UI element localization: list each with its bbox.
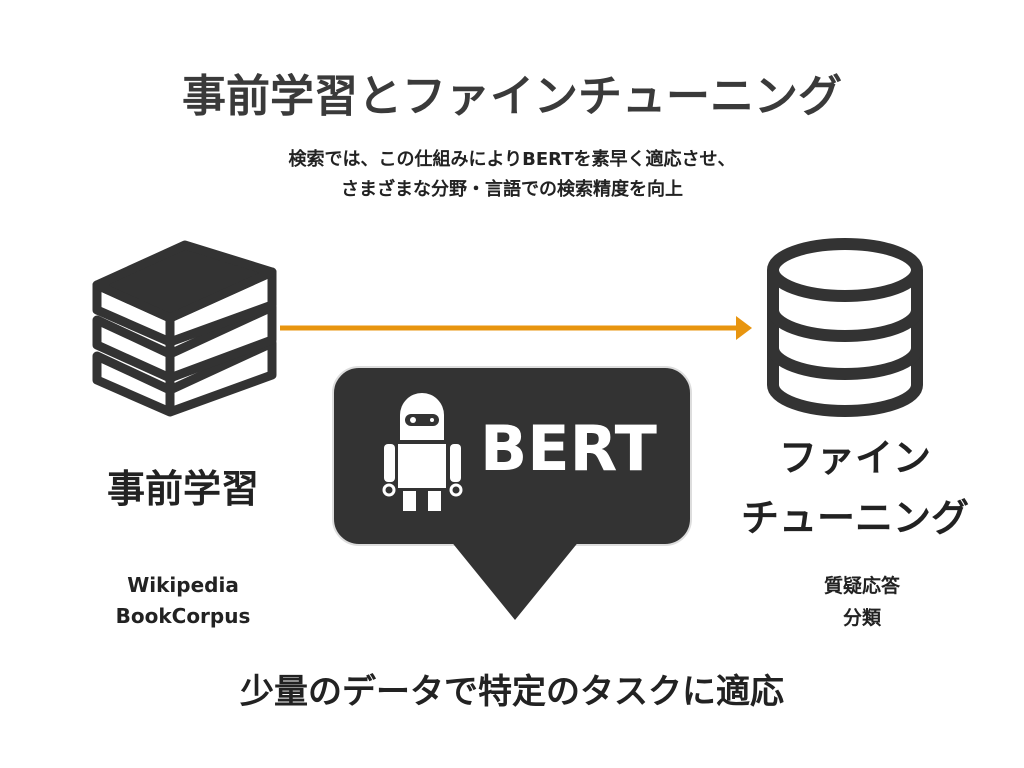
bert-label: BERT [480,412,657,485]
task-item: 分類 [842,607,881,629]
finetuning-label-line-1: ファイン [778,436,931,480]
pretraining-label: 事前学習 [106,467,259,511]
source-item: Wikipedia [127,573,239,597]
pretraining-sources: Wikipedia BookCorpus [60,570,306,632]
source-item: BookCorpus [115,604,251,628]
subtitle: 検索では、この仕組みによりBERTを素早く適応させ、 さまざまな分野・言語での検… [0,145,1024,205]
books-icon [92,240,277,417]
finetuning-label: ファイン チューニング [720,428,990,548]
finetuning-label-line-2: チューニング [740,496,969,540]
page-title: 事前学習とファインチューニング [182,71,842,122]
arrow [280,316,752,340]
robot-icon [382,393,463,511]
task-item: 質疑応答 [823,575,900,597]
subtitle-line-2: さまざまな分野・言語での検索精度を向上 [341,179,683,200]
subtitle-line-1: 検索では、この仕組みによりBERTを素早く適応させ、 [288,149,736,170]
bottom-caption: 少量のデータで特定のタスクに適応 [240,672,784,712]
database-icon [767,238,923,417]
finetuning-tasks: 質疑応答 分類 [760,570,964,634]
